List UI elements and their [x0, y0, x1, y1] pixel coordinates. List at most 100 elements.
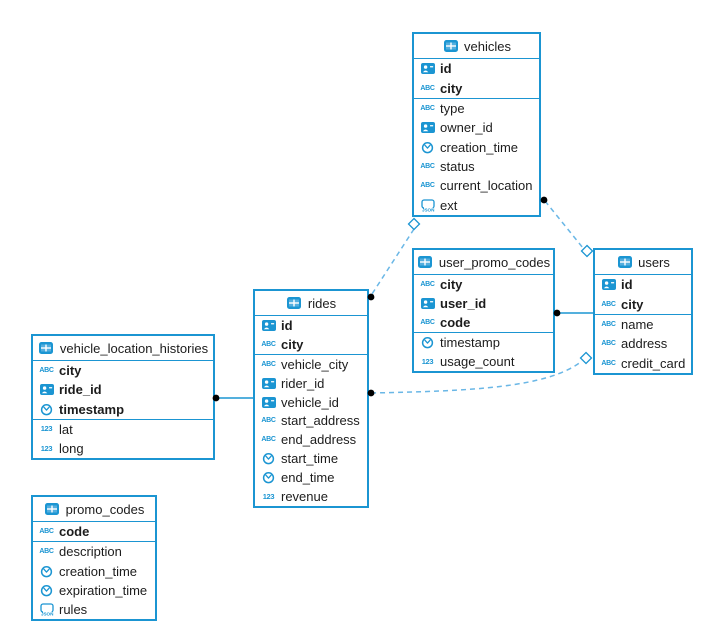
- text-type-icon: ABC: [601, 321, 616, 328]
- svg-text:JSON: JSON: [421, 207, 434, 212]
- field-label: code: [59, 524, 90, 540]
- time-type-icon: [419, 336, 436, 349]
- text-type-icon: ABC: [39, 367, 54, 375]
- table-header[interactable]: vehicle_location_histories: [33, 336, 213, 360]
- table-icon: [616, 256, 633, 268]
- table-icon: [442, 40, 459, 52]
- text-type-icon: ABC: [420, 182, 435, 190]
- time-type-icon: [38, 584, 55, 597]
- field-label: city: [281, 336, 304, 352]
- time-type-icon: [419, 141, 436, 154]
- field-row-city: ABC city: [33, 361, 213, 380]
- text-type-icon: ABC: [39, 548, 54, 556]
- table-header[interactable]: vehicles: [414, 34, 539, 58]
- field-row-timestamp: timestamp: [414, 333, 553, 352]
- field-row-usage_count: 123 usage_count: [414, 352, 553, 371]
- field-label: ext: [440, 197, 458, 213]
- text-type-icon: ABC: [420, 163, 435, 171]
- field-label: long: [59, 440, 84, 456]
- id-type-icon: [260, 377, 277, 389]
- table-header[interactable]: promo_codes: [33, 497, 155, 521]
- field-row-code: ABC code: [33, 522, 155, 541]
- table-icon: [417, 256, 434, 268]
- json-type-icon: JSON: [38, 603, 55, 616]
- id-type-icon: [419, 122, 436, 134]
- field-label: code: [440, 315, 471, 330]
- table-header[interactable]: rides: [255, 291, 367, 315]
- field-label: revenue: [281, 489, 328, 505]
- field-row-user_id: user_id: [414, 294, 553, 313]
- dot-marker-vehicles-users: [540, 196, 548, 204]
- table-keys-section: ABC code: [33, 521, 155, 543]
- id-type-icon: [419, 298, 436, 309]
- field-row-credit_card: ABC credit_card: [595, 354, 691, 373]
- field-label: id: [440, 61, 452, 77]
- text-type-icon: ABC: [601, 359, 616, 367]
- field-row-timestamp: timestamp: [33, 399, 213, 418]
- table-header[interactable]: user_promo_codes: [414, 250, 553, 274]
- text-type-icon: ABC: [601, 300, 616, 308]
- number-type-icon: 123: [421, 356, 434, 366]
- field-row-id: id: [595, 275, 691, 294]
- id-type-icon: [260, 396, 277, 408]
- table-header[interactable]: users: [595, 250, 691, 274]
- field-label: creation_time: [440, 139, 519, 155]
- field-row-revenue: 123 revenue: [255, 487, 367, 506]
- field-row-vehicle_id: vehicle_id: [255, 393, 367, 412]
- id-type-icon: [600, 279, 617, 291]
- field-label: start_time: [281, 451, 339, 467]
- field-row-ext: JSON ext: [414, 196, 539, 215]
- number-type-icon: 123: [40, 443, 53, 453]
- field-row-ride_id: ride_id: [33, 380, 213, 399]
- text-type-icon: ABC: [261, 417, 276, 425]
- text-type-icon: ABC: [39, 528, 54, 536]
- field-label: ride_id: [59, 382, 102, 398]
- text-type-icon: ABC: [261, 360, 276, 368]
- time-type-icon: [38, 565, 55, 578]
- field-row-expiration_time: expiration_time: [33, 581, 155, 600]
- field-label: city: [59, 363, 82, 379]
- field-row-creation_time: creation_time: [33, 561, 155, 580]
- field-label: vehicle_city: [281, 356, 349, 372]
- diamond-marker-vehicles-rides: [407, 217, 421, 231]
- field-label: city: [621, 296, 644, 312]
- field-label: lat: [59, 421, 73, 437]
- field-label: end_address: [281, 432, 357, 448]
- number-type-icon: 123: [262, 491, 275, 501]
- field-label: usage_count: [440, 354, 515, 369]
- id-type-icon: [38, 384, 55, 396]
- field-row-owner_id: owner_id: [414, 118, 539, 137]
- field-label: expiration_time: [59, 582, 148, 598]
- field-label: current_location: [440, 178, 533, 194]
- text-type-icon: ABC: [420, 281, 435, 288]
- text-type-icon: ABC: [420, 84, 435, 92]
- field-row-current_location: ABC current_location: [414, 176, 539, 195]
- field-label: credit_card: [621, 355, 686, 371]
- table-title: users: [638, 254, 670, 270]
- table-title: user_promo_codes: [438, 254, 551, 270]
- field-label: id: [281, 317, 293, 333]
- field-label: city: [440, 80, 463, 96]
- field-row-city: ABC city: [595, 294, 691, 313]
